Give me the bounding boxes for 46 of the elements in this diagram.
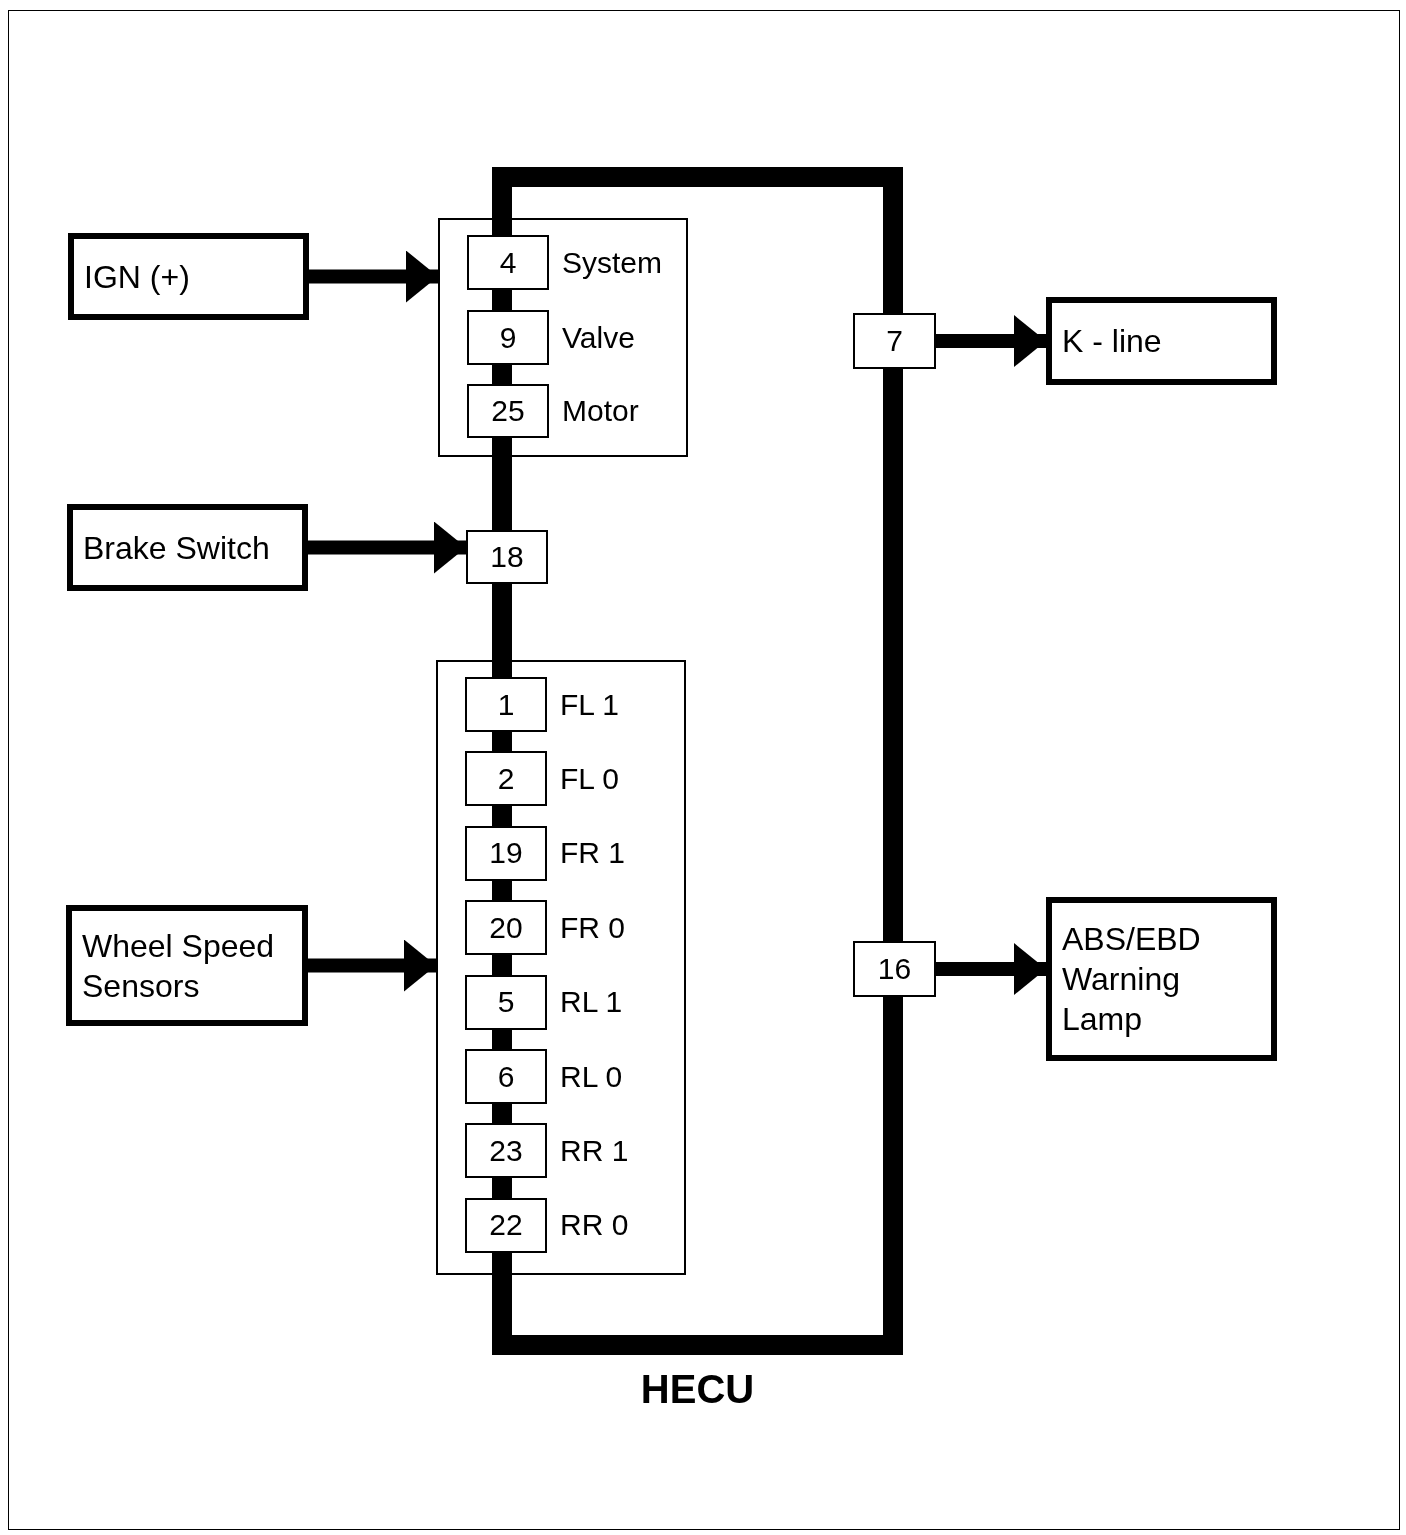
pin-signal-label: RL 0: [560, 1059, 623, 1094]
arrow: [936, 943, 1046, 995]
pin-signal-label: Valve: [562, 320, 635, 355]
device-label: ABS/EBD Warning Lamp: [1062, 920, 1202, 1039]
pin-number: 19: [489, 836, 523, 871]
device-label: K - line: [1062, 322, 1162, 361]
pin-signal-label: FR 0: [560, 910, 625, 945]
arrow: [308, 521, 466, 574]
pin-number: 7: [886, 324, 903, 358]
pin-signal-label: RR 0: [560, 1208, 629, 1243]
pin-number: 4: [499, 245, 517, 280]
pin-number: 16: [877, 952, 912, 986]
connector-block: [436, 660, 686, 1275]
pin-number: 20: [489, 910, 523, 945]
pin-number: 23: [489, 1133, 523, 1168]
device-box: [68, 233, 309, 320]
device-box: [66, 905, 308, 1026]
pin-number: 9: [499, 320, 517, 355]
pin-number: 18: [490, 540, 524, 574]
connector-block: [438, 218, 688, 457]
pin-number: 5: [497, 985, 515, 1020]
pin-number: 25: [491, 394, 525, 428]
arrow: [308, 939, 436, 992]
pin-signal-label: RR 1: [560, 1133, 629, 1168]
pin-signal-label: Motor: [562, 394, 639, 428]
device-label: Wheel Speed Sensors: [82, 926, 276, 1006]
device-box: [1046, 897, 1277, 1061]
pin-box: [466, 530, 548, 584]
pin-number: 2: [497, 761, 515, 796]
pin-signal-label: System: [562, 245, 663, 280]
pin-box: [853, 313, 936, 369]
pin-signal-label: RL 1: [560, 985, 623, 1020]
device-box: [1046, 297, 1277, 385]
unit-title: HECU: [639, 1367, 756, 1412]
device-label: IGN (+): [84, 257, 190, 297]
pin-number: 1: [497, 687, 515, 722]
device-box: [67, 504, 308, 591]
pin-number: 22: [489, 1208, 523, 1243]
device-label: Brake Switch: [83, 528, 270, 568]
pin-box: [853, 941, 936, 997]
pin-signal-label: FL 0: [560, 761, 619, 796]
pin-signal-label: FL 1: [560, 687, 619, 722]
arrow: [309, 250, 438, 303]
arrow: [936, 315, 1046, 367]
pin-number: 6: [497, 1059, 515, 1094]
pin-signal-label: FR 1: [560, 836, 625, 871]
